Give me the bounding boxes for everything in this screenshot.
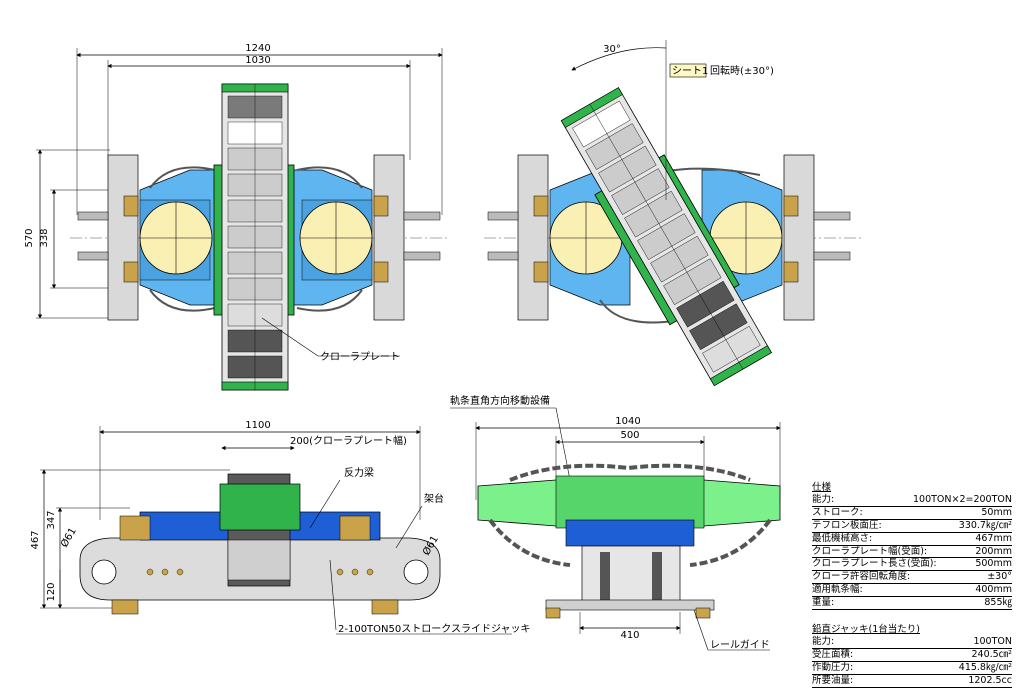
dim-overall-width: 1240 [245, 43, 270, 54]
dim-plate-width: 200(クローラプレート幅) [290, 434, 407, 447]
jack-spec-title: 鉛直ジャッキ(1台当たり) [812, 624, 920, 636]
top-left-plan-view: 1240 1030 570 338 [24, 43, 450, 391]
reaction-beam-label: 反力梁 [344, 466, 374, 479]
spec-row: クローラプレート幅(受面):200mm [812, 545, 1012, 559]
rotation-label: 回転時(±30°) [710, 65, 774, 77]
crawler-plate-label: クローラプレート [320, 351, 400, 363]
dim-bl-h3: 120 [46, 582, 57, 601]
top-right-rotated-view: 30° シート1 回転時(±30°) [484, 40, 862, 387]
spec-row: クローラ許容回転角度:±30° [812, 571, 1012, 585]
spec-row: クローラプレート長さ(受面):500mm [812, 558, 1012, 572]
spec-row: 最低機械高さ:467mm [812, 532, 1012, 546]
dim-inner-width: 1030 [245, 55, 270, 66]
dim-br-inner: 500 [620, 430, 639, 441]
jack-spec-row: 作動圧力:415.8㎏/㎝² [812, 661, 1012, 675]
dim-br-width: 1040 [615, 416, 640, 427]
dim-height-inner: 338 [39, 228, 50, 247]
spec-row: 重量:855㎏ [812, 597, 1012, 611]
spec-row: 適用軌条幅:400mm [812, 584, 1012, 598]
spec-row: ストローク:50mm [812, 506, 1012, 520]
bottom-left-elevation-view: 1100 200(クローラプレート幅) 467 347 120 Ø61 Ø61 [30, 420, 530, 635]
dim-bl-h2: 347 [46, 510, 57, 529]
rail-guide-label: レールガイド [710, 639, 770, 651]
jack-spec-row: 所要油量:1202.5cc [812, 674, 1012, 688]
dim-height: 570 [24, 228, 35, 247]
dim-br-base: 410 [620, 630, 639, 641]
jack-label: 2-100TON50ストロークスライドジャッキ [338, 623, 530, 635]
dim-bl-h1: 467 [30, 530, 41, 549]
dia-left: Ø61 [58, 526, 79, 550]
jack-spec-row: 受圧面積:240.5㎝² [812, 648, 1012, 662]
frame-label: 架台 [424, 492, 444, 505]
sheet-tag: シート1 [672, 66, 708, 77]
spec-table: 仕様 能力:100TON×2=200TON ストローク:50mm テフロン板面圧… [812, 482, 1012, 688]
jack-spec-row: 能力:100TON [812, 635, 1012, 649]
spec-row: 能力:100TON×2=200TON [812, 493, 1012, 507]
rotation-angle: 30° [603, 44, 621, 55]
bottom-right-side-view: 軌条直角方向移動設備 1040 500 410 レールガイド [450, 394, 781, 651]
dim-bl-width: 1100 [245, 420, 270, 431]
transverse-device-label: 軌条直角方向移動設備 [450, 394, 550, 407]
spec-title: 仕様 [812, 482, 832, 493]
spec-row: テフロン板面圧:330.7㎏/㎝² [812, 519, 1012, 533]
